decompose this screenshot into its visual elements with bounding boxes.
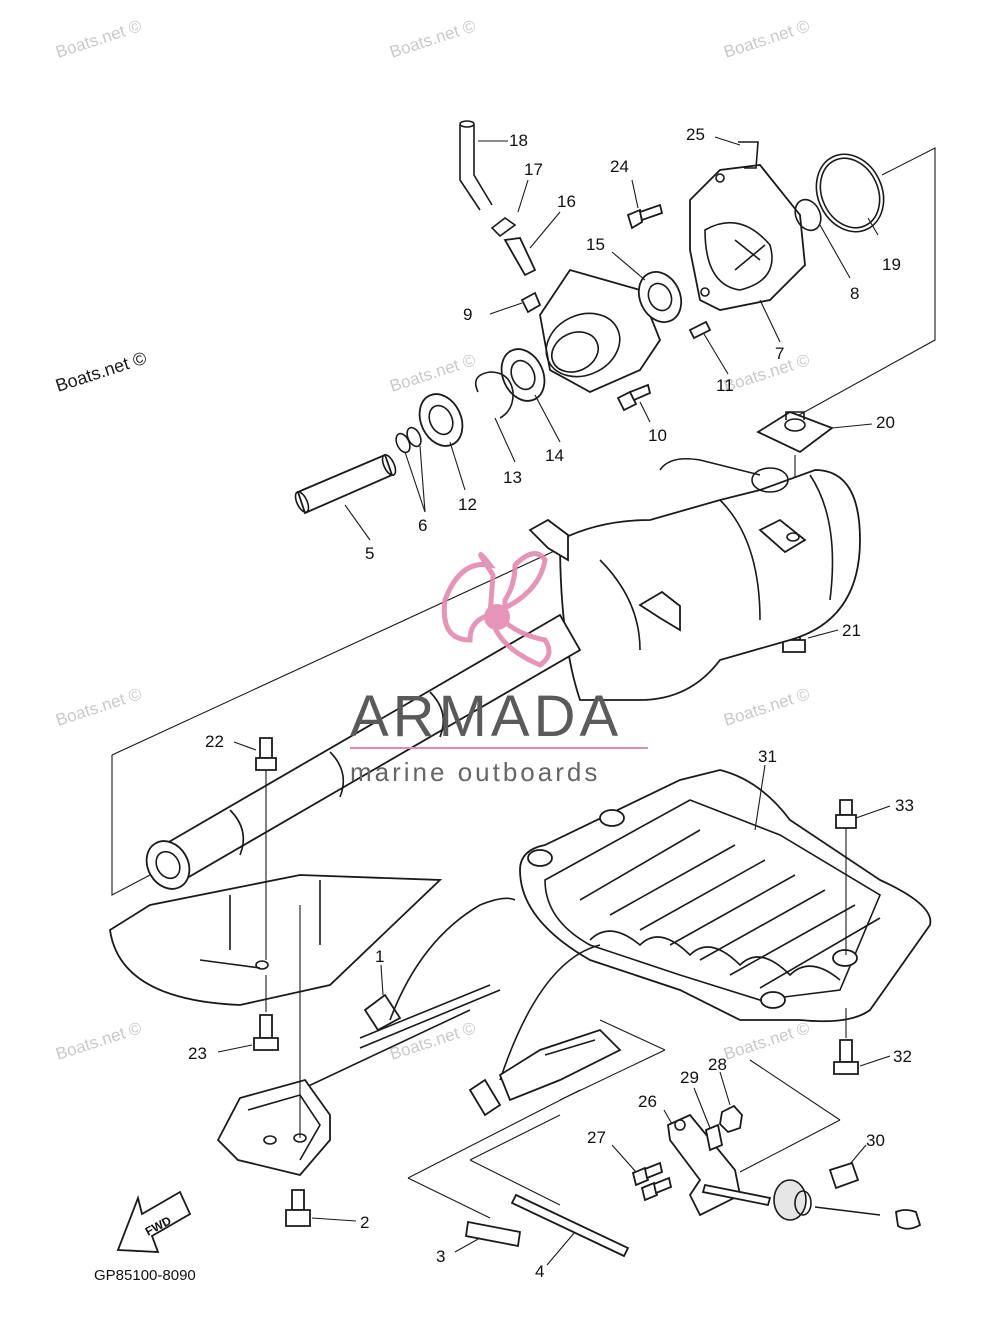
armada-brand-text: ARMADA <box>350 684 622 749</box>
watermark-text: Boats.net © <box>53 684 144 730</box>
o-rings-6 <box>395 426 422 454</box>
propeller-logo-icon <box>441 551 552 668</box>
callout-1: 1 <box>375 947 384 966</box>
callout-31: 31 <box>758 747 777 766</box>
callout-21: 21 <box>842 621 861 640</box>
callout-12: 12 <box>458 495 477 514</box>
callout-8: 8 <box>850 284 859 303</box>
strip-4 <box>510 1193 630 1258</box>
callout-leaders <box>217 136 891 1266</box>
o-ring-8 <box>794 198 822 232</box>
circlip-13 <box>474 371 514 419</box>
armada-logo: ARMADA marine outboards <box>350 551 648 787</box>
coupler-5 <box>294 453 397 515</box>
callout-29: 29 <box>680 1068 699 1087</box>
callout-23: 23 <box>188 1044 207 1063</box>
sensor-shaft <box>701 1183 772 1207</box>
callout-11: 11 <box>716 376 734 395</box>
bolt-24 <box>626 203 664 230</box>
watermark-text: Boats.net © <box>387 1018 478 1064</box>
callout-27: 27 <box>587 1128 606 1147</box>
nut-28 <box>719 1104 743 1134</box>
callout-7: 7 <box>775 344 784 363</box>
watermark-text: Boats.net © <box>387 350 478 396</box>
callout-4: 4 <box>535 1262 544 1281</box>
callout-17: 17 <box>524 160 543 179</box>
plate-20 <box>756 410 834 454</box>
assembly-frame <box>111 147 936 1219</box>
pin-11 <box>688 320 712 340</box>
bolt-23 <box>253 1014 279 1051</box>
stud-22 <box>255 737 277 771</box>
callout-25: 25 <box>686 125 705 144</box>
callout-24: 24 <box>610 157 629 176</box>
o-ring-19 <box>815 153 885 233</box>
seal-12 <box>418 393 464 447</box>
hose-18 <box>459 120 493 211</box>
drive-shaft <box>145 613 582 890</box>
grommet <box>773 1179 812 1221</box>
callout-16: 16 <box>557 192 576 211</box>
bolt-32 <box>833 1039 859 1075</box>
base-plate-left <box>216 1078 331 1177</box>
bearing-15 <box>637 271 683 323</box>
intake-housing <box>528 457 861 701</box>
callout-20: 20 <box>876 413 895 432</box>
watermark-text: Boats.net © <box>721 684 812 730</box>
plate-29 <box>704 1123 724 1152</box>
callout-22: 22 <box>205 732 224 751</box>
callout-3: 3 <box>436 1247 445 1266</box>
pump-cover-7 <box>689 164 806 311</box>
armada-tagline-text: marine outboards <box>350 757 600 787</box>
fwd-arrow-icon: FWD <box>116 1190 192 1253</box>
bolts-27 <box>631 1161 673 1202</box>
callout-28: 28 <box>708 1055 727 1074</box>
callout-32: 32 <box>893 1047 912 1066</box>
callout-14: 14 <box>545 446 564 465</box>
ride-plate-31 <box>519 769 932 1023</box>
callout-19: 19 <box>882 255 901 274</box>
cap-30 <box>828 1161 860 1190</box>
stud-33 <box>835 799 857 829</box>
figure-code: GP85100-8090 <box>94 1267 196 1284</box>
plug-17 <box>490 217 517 238</box>
callout-33: 33 <box>895 796 914 815</box>
callout-18: 18 <box>509 131 528 150</box>
watermark-text: Boats.net © <box>721 16 812 62</box>
watermark-text: Boats.net © <box>721 350 812 396</box>
callout-30: 30 <box>866 1131 885 1150</box>
grate-1 <box>299 897 516 1091</box>
callout-9: 9 <box>463 305 472 324</box>
callout-13: 13 <box>503 468 522 487</box>
callout-15: 15 <box>586 235 605 254</box>
bolt-10 <box>616 383 652 412</box>
bolt-16 <box>503 237 537 277</box>
cable-end <box>814 1206 922 1230</box>
callout-5: 5 <box>365 544 374 563</box>
callout-10: 10 <box>648 426 667 445</box>
callout-labels: 18 17 16 15 24 25 9 19 8 7 11 10 14 13 1… <box>188 125 914 1281</box>
support-right <box>468 944 622 1117</box>
bearing-housing-9 <box>520 268 662 394</box>
gasket-25 <box>738 141 759 169</box>
watermark-text: Boats.net © <box>53 16 144 62</box>
watermark-text: Boats.net © <box>53 1018 144 1064</box>
watermark-text-dark: Boats.net © <box>53 348 149 396</box>
callout-26: 26 <box>638 1092 657 1111</box>
watermark-text: Boats.net © <box>387 16 478 62</box>
watermark-text: Boats.net © <box>721 1018 812 1064</box>
callout-6: 6 <box>418 516 427 535</box>
strip-3 <box>464 1220 522 1248</box>
base-tray <box>109 874 443 1006</box>
bolt-2 <box>285 1189 311 1227</box>
callout-2: 2 <box>360 1213 369 1232</box>
